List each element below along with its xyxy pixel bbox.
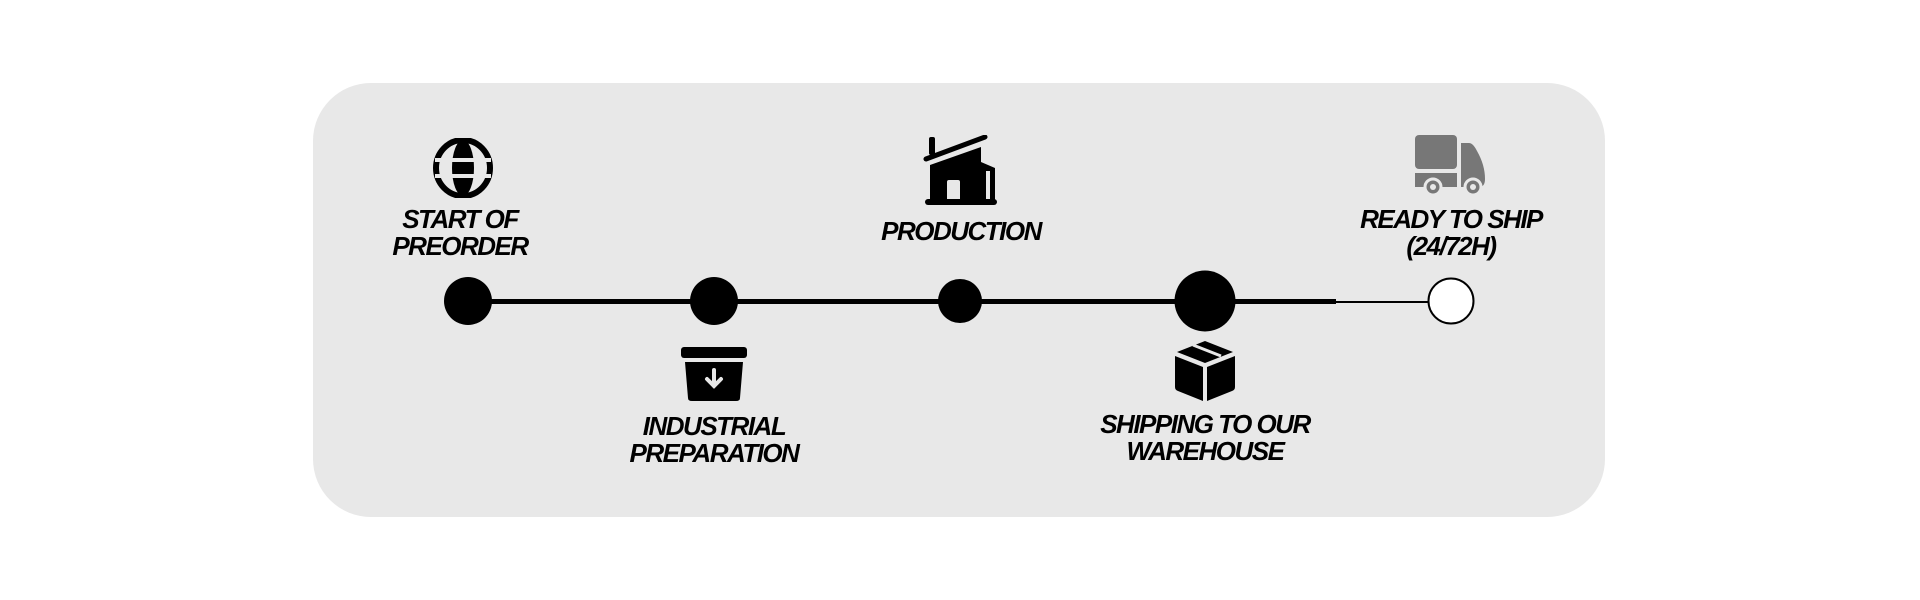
step-node-ready-to-ship [1427,277,1475,325]
step-label-shipping-to-warehouse: SHIPPING TO OUR WAREHOUSE [1100,409,1311,466]
box-icon [1175,341,1235,401]
progress-line-pending [1336,301,1451,303]
step-label-ready-to-ship: READY TO SHIP (24/72H) [1360,204,1543,261]
label-line: (24/72H) [1406,231,1497,261]
label-line: PRODUCTION [881,216,1042,246]
step-label-production: PRODUCTION [881,216,1042,246]
label-line: READY TO SHIP [1360,204,1543,234]
archive-download-icon [681,347,747,401]
label-line: PREPARATION [629,438,800,468]
factory-icon [923,135,997,205]
step-node-production [938,279,982,323]
step-node-shipping-current [1174,270,1236,332]
truck-icon [1415,135,1485,195]
label-line: INDUSTRIAL [642,411,787,441]
globe-icon [433,138,493,198]
label-line: START OF [402,204,519,234]
label-line: PREORDER [392,231,529,261]
progress-line-completed [468,299,1336,304]
step-label-industrial-preparation: INDUSTRIAL PREPARATION [629,411,800,468]
label-line: SHIPPING TO OUR [1100,409,1311,439]
label-line: WAREHOUSE [1126,436,1285,466]
step-node-start-of-preorder [444,277,492,325]
step-node-industrial-preparation [690,277,738,325]
step-label-start-of-preorder: START OF PREORDER [392,204,529,261]
